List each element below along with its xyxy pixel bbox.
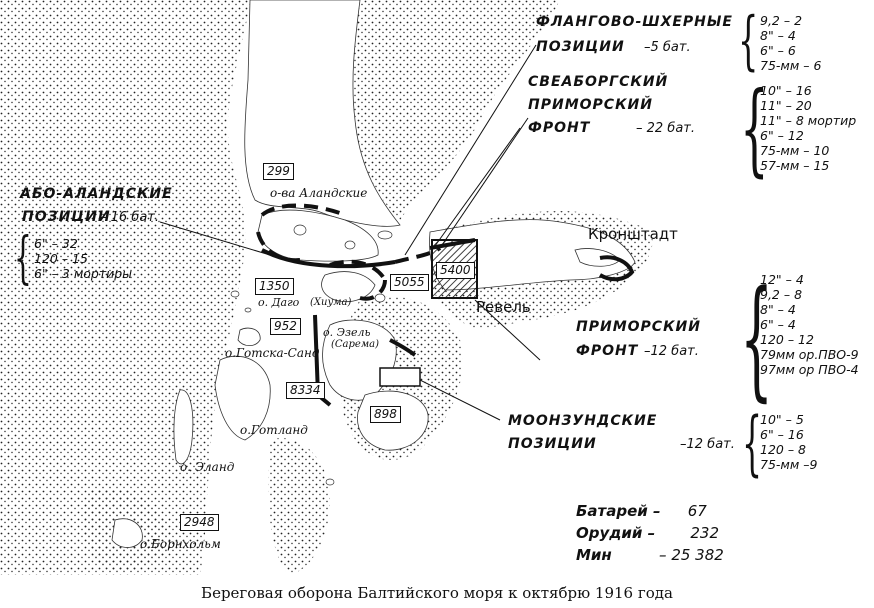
sveaborg-items: 10" – 16 11" – 20 11" – 8 мортир 6" – 12…	[760, 83, 857, 173]
totals-batteries-label: Батарей –	[576, 502, 661, 520]
primorsky-items: 12" – 4 9,2 – 8 8" – 4 6" – 4 120 – 12 7…	[760, 272, 859, 377]
box-952: 952	[270, 318, 301, 336]
primorsky-brace: {	[740, 262, 774, 414]
sveaborg-title-1: СВЕАБОРГСКИЙ	[528, 74, 669, 90]
box-1350: 1350	[255, 278, 294, 296]
place-gotland: о.Готланд	[240, 423, 308, 437]
aboaland-items: 6" – 32 120 – 15 6" – 3 мортиры	[34, 236, 133, 281]
gotska-isle	[237, 327, 261, 347]
totals-block: Батарей – 67 Орудий – 232 Мин – 25 382	[576, 500, 724, 566]
map-caption: Береговая оборона Балтийского моря к окт…	[201, 584, 673, 602]
flank-title-2: ПОЗИЦИИ	[536, 39, 625, 55]
place-ezel: о. Эзель	[323, 326, 371, 339]
totals-mines-label: Мин	[576, 546, 612, 564]
primorsky-title-2: ФРОНТ	[576, 343, 639, 359]
place-dago-alt: (Хиума)	[310, 297, 352, 308]
totals-guns-label: Орудий –	[576, 524, 656, 542]
bornholm-isle	[111, 518, 143, 548]
moonsund-title-2: ПОЗИЦИИ	[508, 436, 597, 452]
place-eland: о. Эланд	[180, 460, 235, 474]
aboaland-count: – 16 бат.	[100, 210, 159, 225]
moonsund-brace: {	[742, 402, 763, 484]
gotland-isle	[214, 355, 271, 441]
totals-mines-value: – 25 382	[659, 546, 724, 564]
dago-island	[321, 271, 376, 302]
box-299: 299	[263, 163, 294, 181]
unlabeled-box	[379, 367, 421, 387]
aboaland-title-1: АБО-АЛАНДСКИЕ	[20, 186, 173, 202]
flank-title-1: ФЛАНГОВО-ШХЕРНЫЕ	[536, 14, 733, 30]
flank-brace: {	[738, 4, 759, 78]
place-aland-line1: о-ва Аландские	[270, 186, 368, 200]
place-revel: Ревель	[476, 298, 531, 316]
place-kronstadt: Кронштадт	[588, 225, 678, 243]
aboaland-brace: {	[14, 226, 32, 291]
box-2948: 2948	[180, 514, 219, 532]
place-dago: о. Даго	[258, 296, 300, 309]
small-islets	[230, 224, 393, 486]
totals-guns-value: 232	[690, 524, 719, 542]
primorsky-count: –12 бат.	[644, 344, 699, 359]
eland-isle	[173, 389, 194, 465]
primorsky-title-1: ПРИМОРСКИЙ	[576, 319, 701, 335]
box-5055: 5055	[390, 274, 429, 292]
place-ezel-alt: (Сарема)	[331, 339, 379, 350]
sveaborg-title-3: ФРОНТ	[528, 120, 591, 136]
place-bornholm: о.Борнхольм	[140, 537, 221, 551]
box-898: 898	[370, 406, 401, 424]
sveaborg-count: – 22 бат.	[636, 121, 695, 136]
box-5400: 5400	[436, 262, 475, 280]
sveaborg-brace: {	[740, 70, 769, 187]
place-gotska: о.Готска-Санд	[225, 346, 320, 360]
moonsund-title-1: МООНЗУНДСКИЕ	[508, 413, 658, 429]
sveaborg-title-2: ПРИМОРСКИЙ	[528, 97, 653, 113]
flank-count: –5 бат.	[644, 40, 691, 55]
moonsund-items: 10" – 5 6" – 16 120 – 8 75-мм –9	[760, 412, 818, 472]
totals-batteries-value: 67	[687, 502, 707, 520]
flank-items: 9,2 – 2 8" – 4 6" – 6 75-мм – 6	[760, 13, 822, 73]
aboaland-title-2: ПОЗИЦИИ	[22, 209, 111, 225]
box-8334: 8334	[286, 382, 325, 400]
moonsund-count: –12 бат.	[680, 437, 735, 452]
